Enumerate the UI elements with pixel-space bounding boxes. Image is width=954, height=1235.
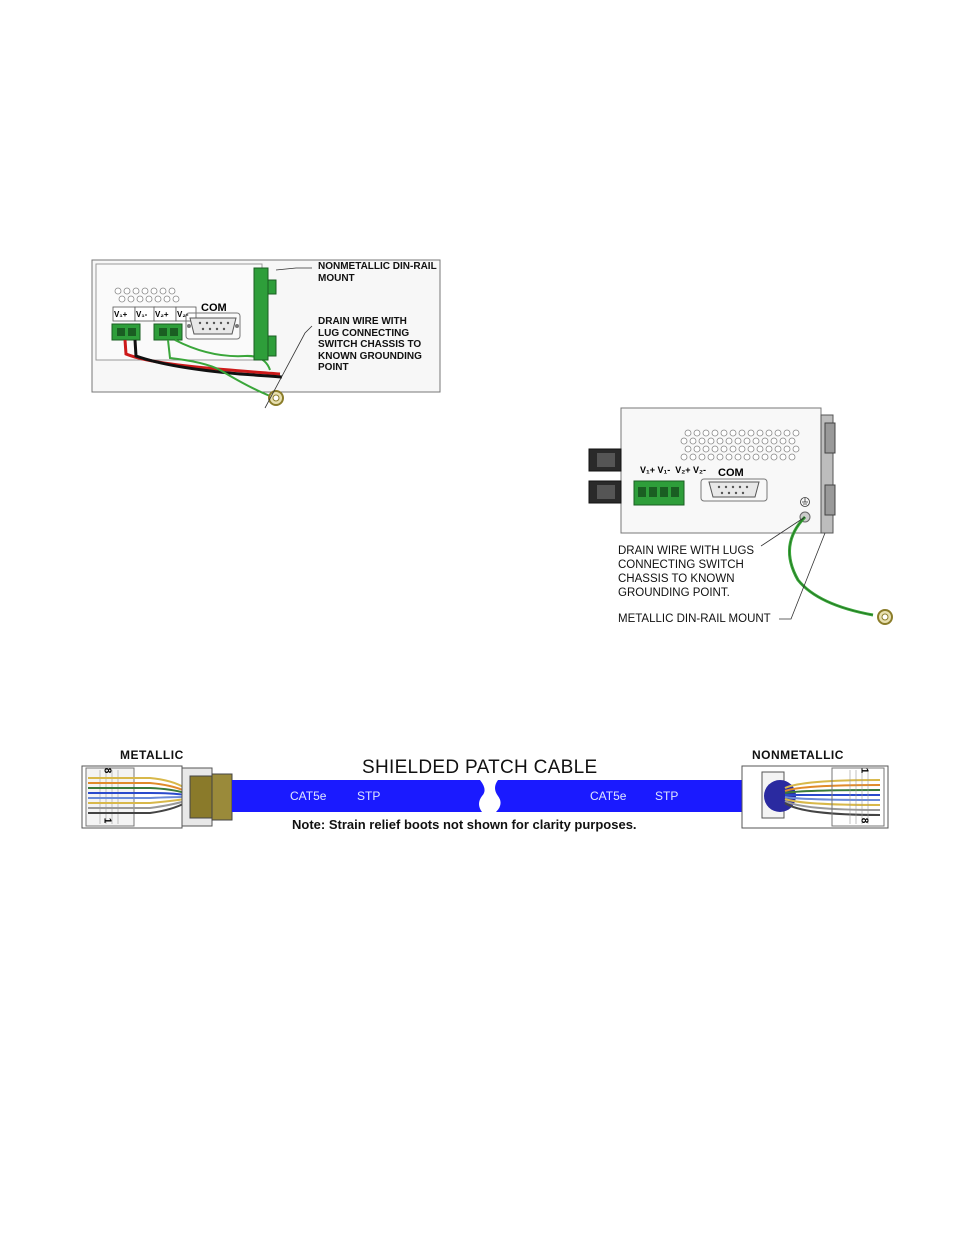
patch-cable-svg [81, 765, 889, 829]
callout-drain-wire-lug: DRAIN WIRE WITH LUG CONNECTING SWITCH CH… [318, 316, 422, 373]
cable-kind-left: STP [357, 789, 381, 803]
com-label-metallic: COM [718, 467, 744, 479]
cable-type-left: CAT5e [290, 789, 327, 803]
cable-title: SHIELDED PATCH CABLE [362, 757, 598, 778]
cable-type-right: CAT5e [590, 789, 627, 803]
diagram-metallic-mount [583, 405, 903, 630]
pin-label-left-8: 8 [101, 767, 113, 774]
cable-note: Note: Strain relief boots not shown for … [292, 817, 637, 832]
callout-drain-wire-lugs: DRAIN WIRE WITH LUGS CONNECTING SWITCH C… [618, 545, 755, 599]
metallic-mount-drawing [588, 407, 893, 625]
terminal-label-v2-minus: V₂- [177, 310, 189, 319]
pin-label-right-8: 8 [858, 817, 870, 824]
callout-metallic-din-rail: METALLIC DIN-RAIL MOUNT [618, 613, 771, 625]
cable-label-nonmetallic: NONMETALLIC [752, 748, 844, 762]
terminal-label-v1-plus: V₁+ [114, 310, 128, 319]
cable-label-metallic: METALLIC [120, 748, 184, 762]
pin-label-right-1: 1 [858, 767, 870, 774]
nonmetallic-mount-drawing [91, 259, 441, 409]
pin-label-left-1: 1 [101, 817, 113, 824]
patch-cable-drawing [80, 758, 890, 830]
terminal-labels-row: V₁+ V₁- V₂+ V₂- [640, 465, 706, 475]
cable-kind-right: STP [655, 789, 679, 803]
terminal-label-v1-minus: V₁- [136, 310, 148, 319]
diagram-nonmetallic-mount [90, 258, 450, 413]
terminal-label-v2-plus: V₂+ [155, 310, 169, 319]
com-label: COM [201, 302, 227, 314]
callout-nonmetallic-din-rail: NONMETALLIC DIN-RAIL MOUNT [318, 261, 437, 284]
